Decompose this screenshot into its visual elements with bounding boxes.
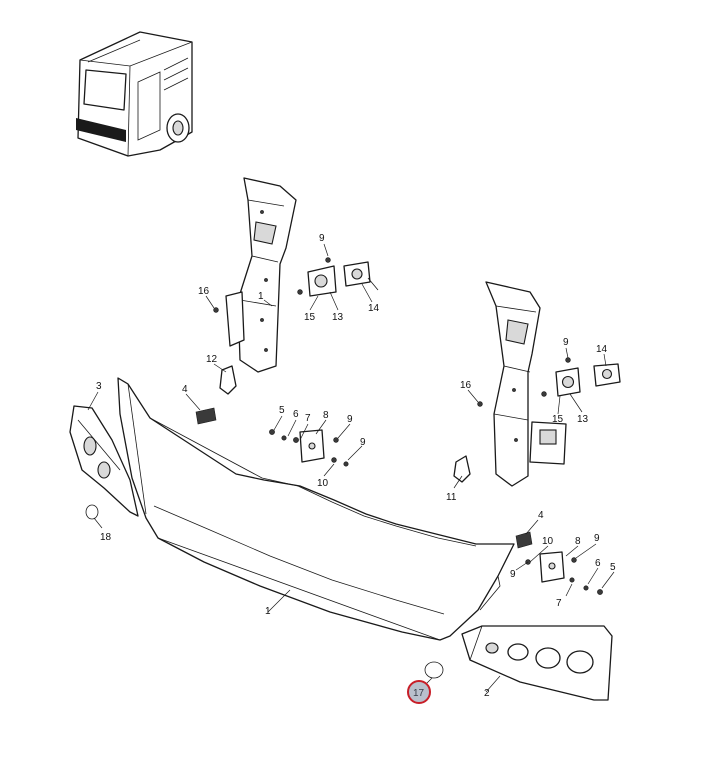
callout-9e: 9	[594, 533, 600, 544]
callout-labels: 1 1 2 3 4 4 5 5 6 6 7 7 8 8 9 9 9 9 9 9 …	[96, 233, 616, 699]
callout-16a: 16	[198, 286, 210, 297]
callout-4a: 4	[182, 384, 188, 395]
bumper-hardware-right	[424, 531, 603, 679]
callout-7b: 7	[556, 598, 562, 609]
right-bracket-hardware	[453, 357, 621, 483]
callout-1b: 1	[258, 291, 264, 302]
callout-4b: 4	[538, 510, 544, 521]
callout-17-highlighted[interactable]: 17	[407, 680, 431, 704]
callout-9f: 9	[510, 569, 516, 580]
callout-9b: 9	[347, 414, 353, 425]
callout-8a: 8	[323, 410, 329, 421]
bus-thumbnail	[76, 31, 193, 157]
highlight-ring	[407, 680, 431, 704]
callout-12: 12	[206, 354, 218, 365]
callout-2: 2	[484, 688, 490, 699]
bracket-right	[485, 281, 567, 487]
callout-7a: 7	[305, 413, 311, 424]
callout-13b: 13	[577, 414, 589, 425]
callout-13a: 13	[332, 312, 344, 323]
callout-15a: 15	[304, 312, 316, 323]
bracket-left	[225, 177, 297, 373]
callout-5a: 5	[279, 405, 285, 416]
callout-10b: 10	[542, 536, 554, 547]
callout-3: 3	[96, 381, 102, 392]
callout-5b: 5	[610, 562, 616, 573]
callout-14b: 14	[596, 344, 608, 355]
callout-14a: 14	[368, 303, 380, 314]
callout-11: 11	[446, 492, 457, 503]
callout-9a: 9	[319, 233, 325, 244]
callout-8b: 8	[575, 536, 581, 547]
callout-15b: 15	[552, 414, 564, 425]
bumper-main	[117, 377, 515, 641]
callout-17: 17	[413, 688, 425, 699]
callout-1a: 1	[265, 606, 271, 617]
callout-9c: 9	[360, 437, 366, 448]
corner-panel-right	[461, 625, 613, 701]
callout-18: 18	[100, 532, 112, 543]
leader-lines	[87, 243, 615, 693]
callout-10a: 10	[317, 478, 329, 489]
left-bracket-hardware	[213, 257, 379, 395]
callout-16b: 16	[460, 380, 472, 391]
callout-6b: 6	[595, 558, 601, 569]
corner-panel-left	[69, 405, 139, 517]
callout-6a: 6	[293, 409, 299, 420]
bumper-hardware-left	[85, 407, 349, 520]
callout-9d: 9	[563, 337, 569, 348]
